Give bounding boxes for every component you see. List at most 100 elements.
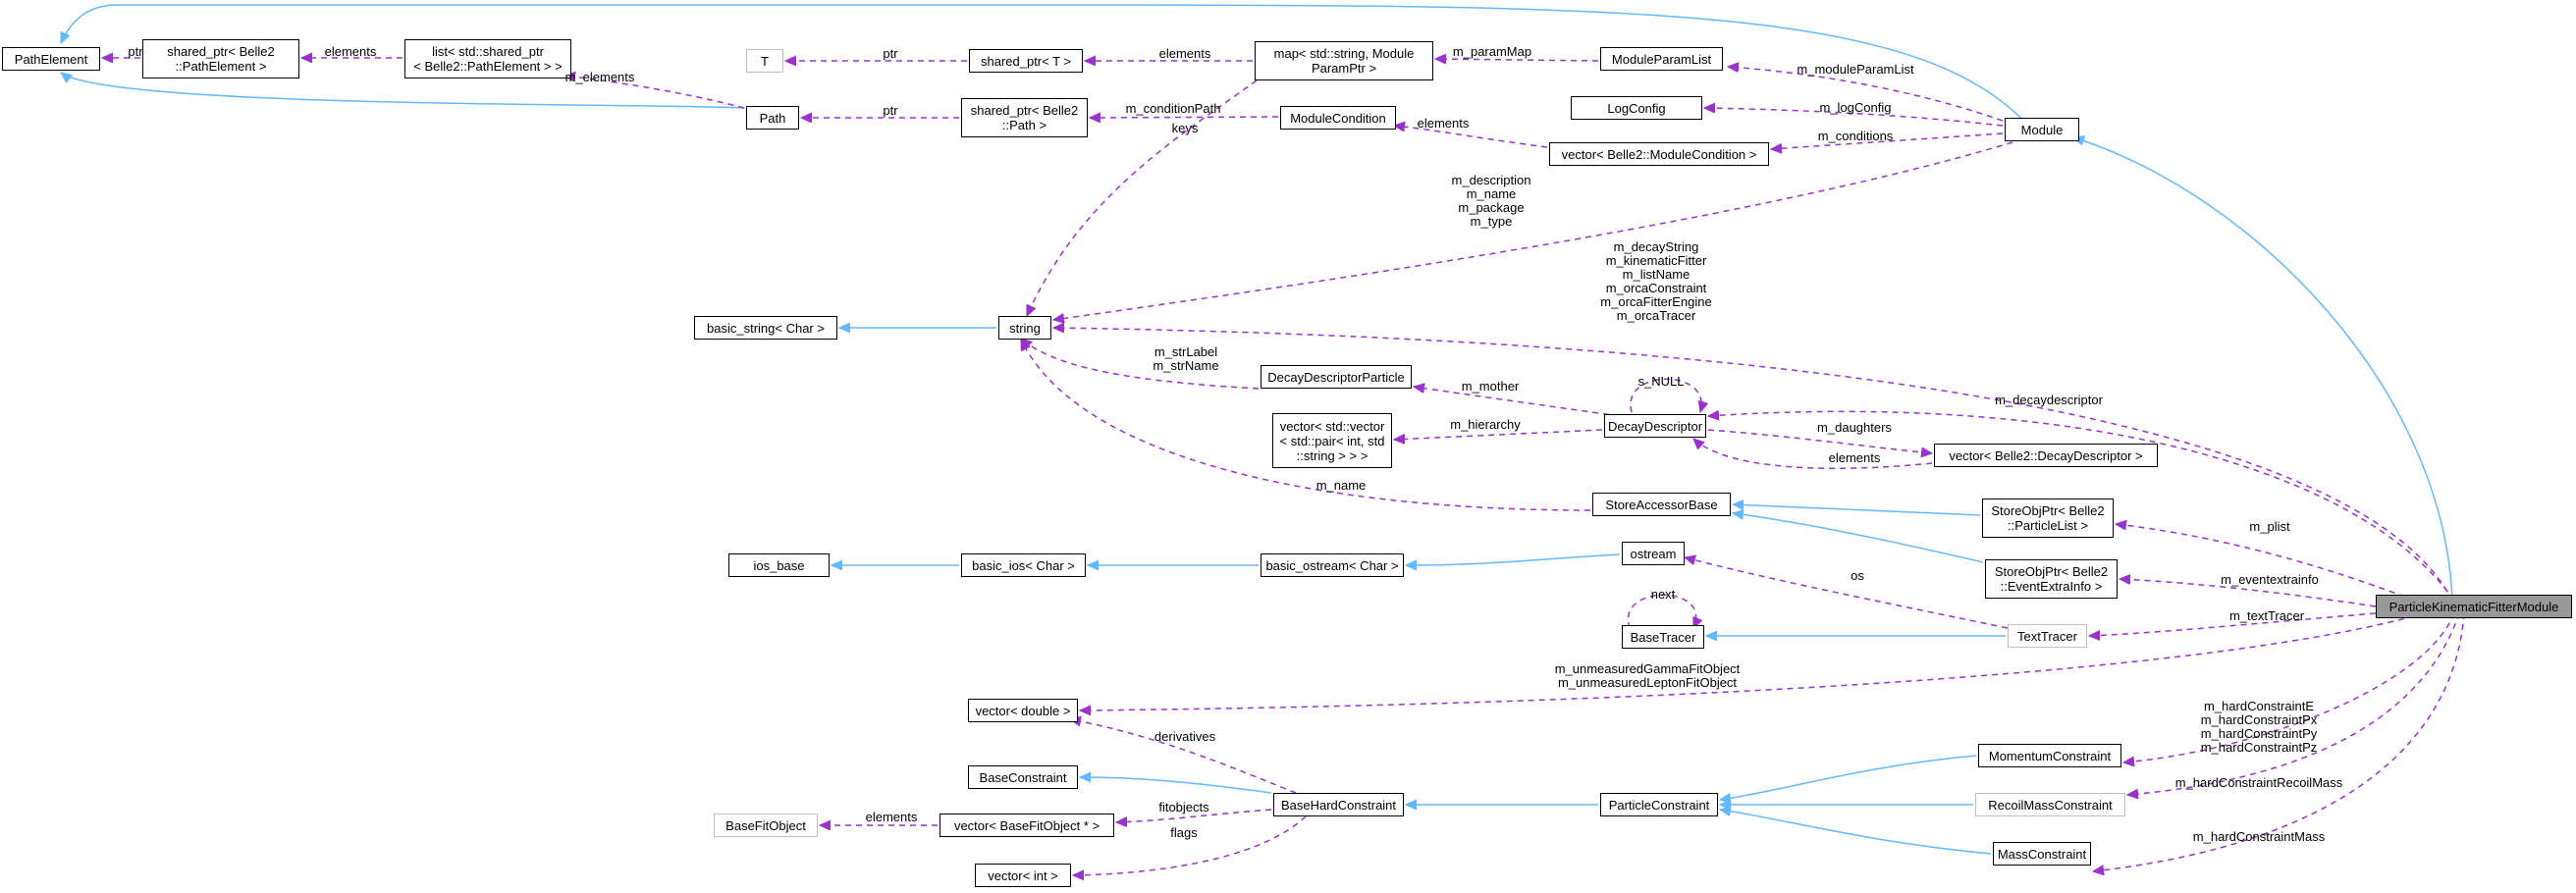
- edge-plist-to-store-accessor: [1733, 504, 1981, 516]
- node-module-condition[interactable]: ModuleCondition: [1280, 106, 1396, 130]
- node-base-constraint[interactable]: BaseConstraint: [968, 765, 1078, 789]
- label-m-unmeasured: m_unmeasuredGammaFitObject m_unmeasuredL…: [1554, 661, 1741, 690]
- edge-fitter-to-momentum: [2123, 612, 2455, 762]
- node-basic-ios[interactable]: basic_ios< Char >: [961, 553, 1086, 577]
- node-string[interactable]: string: [998, 316, 1051, 340]
- edge-fitter-to-plist: [2116, 524, 2416, 602]
- label-m-log-config: m_logConfig: [1819, 100, 1892, 115]
- node-list-shared-ptr[interactable]: list< std::shared_ptr < Belle2::PathElem…: [404, 39, 571, 79]
- node-vector-double[interactable]: vector< double >: [968, 699, 1078, 722]
- label-m-mother: m_mother: [1461, 379, 1520, 394]
- edge-module-to-pathelement: [60, 4, 2031, 129]
- node-base-tracer[interactable]: BaseTracer: [1622, 625, 1704, 649]
- label-ptr-pe: ptr: [128, 44, 143, 59]
- node-decay-descriptor[interactable]: DecayDescriptor: [1604, 414, 1706, 438]
- label-m-param-map: m_paramMap: [1452, 44, 1532, 59]
- label-m-name: m_name: [1315, 478, 1367, 493]
- label-elements-fit: elements: [865, 810, 918, 824]
- label-s-null: s_NULL: [1637, 374, 1685, 389]
- node-store-obj-ptr-event-extra[interactable]: StoreObjPtr< Belle2 ::EventExtraInfo >: [1985, 559, 2118, 599]
- label-m-str-label: m_strLabel m_strName: [1153, 344, 1219, 373]
- label-m-eventextrainfo: m_eventextrainfo: [2221, 572, 2319, 587]
- label-elements-cond: elements: [1417, 116, 1470, 131]
- label-elements-map: elements: [1158, 46, 1211, 61]
- node-mass-constraint[interactable]: MassConstraint: [1993, 842, 2091, 866]
- edge-module-to-param-list: [1728, 67, 2004, 122]
- node-shared-ptr-path-element[interactable]: shared_ptr< Belle2 ::PathElement >: [142, 39, 299, 79]
- label-m-text-tracer: m_textTracer: [2228, 608, 2305, 623]
- edge-path-to-list: [564, 76, 745, 109]
- node-text-tracer[interactable]: TextTracer: [2008, 624, 2087, 648]
- label-m-decaydescriptor: m_decaydescriptor: [1995, 393, 2103, 407]
- edge-map-to-string: [1026, 79, 1258, 316]
- edge-module-to-string: [1053, 141, 2013, 320]
- node-basic-string[interactable]: basic_string< Char >: [694, 316, 837, 340]
- node-module[interactable]: Module: [2005, 118, 2079, 141]
- edge-dd-to-vector-dd: [1707, 429, 1932, 453]
- node-shared-ptr-path[interactable]: shared_ptr< Belle2 ::Path >: [961, 98, 1088, 137]
- edge-hardconstraint-to-vector-double: [1070, 719, 1297, 794]
- label-fitter-strings: m_decayString m_kinematicFitter m_listNa…: [1600, 239, 1712, 323]
- node-vector-vector-pair[interactable]: vector< std::vector < std::pair< int, st…: [1272, 413, 1392, 468]
- node-momentum-constraint[interactable]: MomentumConstraint: [1978, 744, 2121, 767]
- label-ptr-path: ptr: [883, 103, 898, 118]
- node-vector-module-condition[interactable]: vector< Belle2::ModuleCondition >: [1549, 142, 1769, 166]
- node-particle-kinematic-fitter-module[interactable]: ParticleKinematicFitterModule: [2376, 595, 2572, 618]
- edge-path-to-pathelement: [61, 73, 745, 109]
- edge-store-accessor-to-string: [1020, 340, 1591, 511]
- edge-fitter-to-texttracer: [2089, 612, 2377, 636]
- node-ios-base[interactable]: ios_base: [728, 553, 830, 577]
- node-particle-constraint[interactable]: ParticleConstraint: [1600, 793, 1718, 816]
- edge-hardconstraint-to-baseconstraint: [1080, 777, 1272, 794]
- edge-mass-to-particleconstraint: [1720, 810, 1992, 855]
- edge-texttracer-to-ostream: [1685, 557, 2009, 629]
- label-ptr-t: ptr: [883, 46, 898, 61]
- node-ostream[interactable]: ostream: [1622, 542, 1685, 565]
- label-os: os: [1851, 568, 1864, 583]
- label-m-daughters: m_daughters: [1817, 420, 1892, 435]
- label-m-hierarchy: m_hierarchy: [1450, 417, 1521, 432]
- edge-fitter-to-recoil: [2127, 612, 2460, 795]
- node-path[interactable]: Path: [746, 106, 799, 130]
- label-derivatives: derivatives: [1154, 729, 1216, 744]
- edge-module-to-log-config: [1704, 108, 2004, 127]
- node-log-config[interactable]: LogConfig: [1571, 96, 1702, 120]
- node-path-element[interactable]: PathElement: [2, 47, 100, 71]
- label-elements-list: elements: [324, 44, 377, 59]
- label-fitobjects: fitobjects: [1158, 800, 1209, 814]
- label-flags: flags: [1170, 825, 1198, 840]
- node-vector-base-fit-object[interactable]: vector< BaseFitObject * >: [939, 814, 1114, 837]
- node-vector-decay-descriptor[interactable]: vector< Belle2::DecayDescriptor >: [1934, 444, 2158, 467]
- node-recoil-mass-constraint[interactable]: RecoilMassConstraint: [1975, 793, 2125, 816]
- edge-vector-cond-to-condition: [1394, 126, 1548, 148]
- label-module-strings: m_description m_name m_package m_type: [1451, 173, 1531, 229]
- node-module-param-list[interactable]: ModuleParamList: [1600, 47, 1723, 71]
- edge-hardconstraint-to-vector-int: [1073, 815, 1307, 875]
- node-t[interactable]: T: [746, 49, 783, 73]
- label-keys: keys: [1171, 121, 1199, 135]
- label-m-module-param-list: m_moduleParamList: [1797, 62, 1914, 77]
- edge-eventextra-to-store-accessor: [1733, 513, 1984, 563]
- node-map-module-param[interactable]: map< std::string, Module ParamPtr >: [1255, 41, 1433, 80]
- edge-fitter-to-string: [1053, 328, 2453, 602]
- edge-vector-dd-to-dd: [1693, 439, 1933, 470]
- edge-fitter-to-module: [2073, 137, 2453, 602]
- node-base-hard-constraint[interactable]: BaseHardConstraint: [1273, 793, 1404, 816]
- node-basic-ostream[interactable]: basic_ostream< Char >: [1261, 553, 1404, 577]
- edge-dd-to-vector-pair: [1394, 429, 1603, 440]
- node-base-fit-object[interactable]: BaseFitObject: [714, 814, 818, 837]
- label-m-elements: m_elements: [564, 70, 635, 84]
- node-store-accessor-base[interactable]: StoreAccessorBase: [1592, 493, 1731, 516]
- edge-param-list-to-map: [1435, 59, 1599, 61]
- node-shared-ptr-t[interactable]: shared_ptr< T >: [969, 49, 1083, 73]
- label-next: next: [1650, 587, 1676, 602]
- label-m-plist: m_plist: [2249, 519, 2290, 534]
- edge-fitter-to-dd: [1708, 411, 2455, 602]
- node-decay-descriptor-particle[interactable]: DecayDescriptorParticle: [1261, 365, 1412, 389]
- label-elements-dd: elements: [1828, 450, 1881, 465]
- node-vector-int[interactable]: vector< int >: [975, 864, 1071, 887]
- node-store-obj-ptr-particle-list[interactable]: StoreObjPtr< Belle2 ::ParticleList >: [1982, 499, 2114, 538]
- edge-basetracer-self-loop: [1627, 594, 1695, 628]
